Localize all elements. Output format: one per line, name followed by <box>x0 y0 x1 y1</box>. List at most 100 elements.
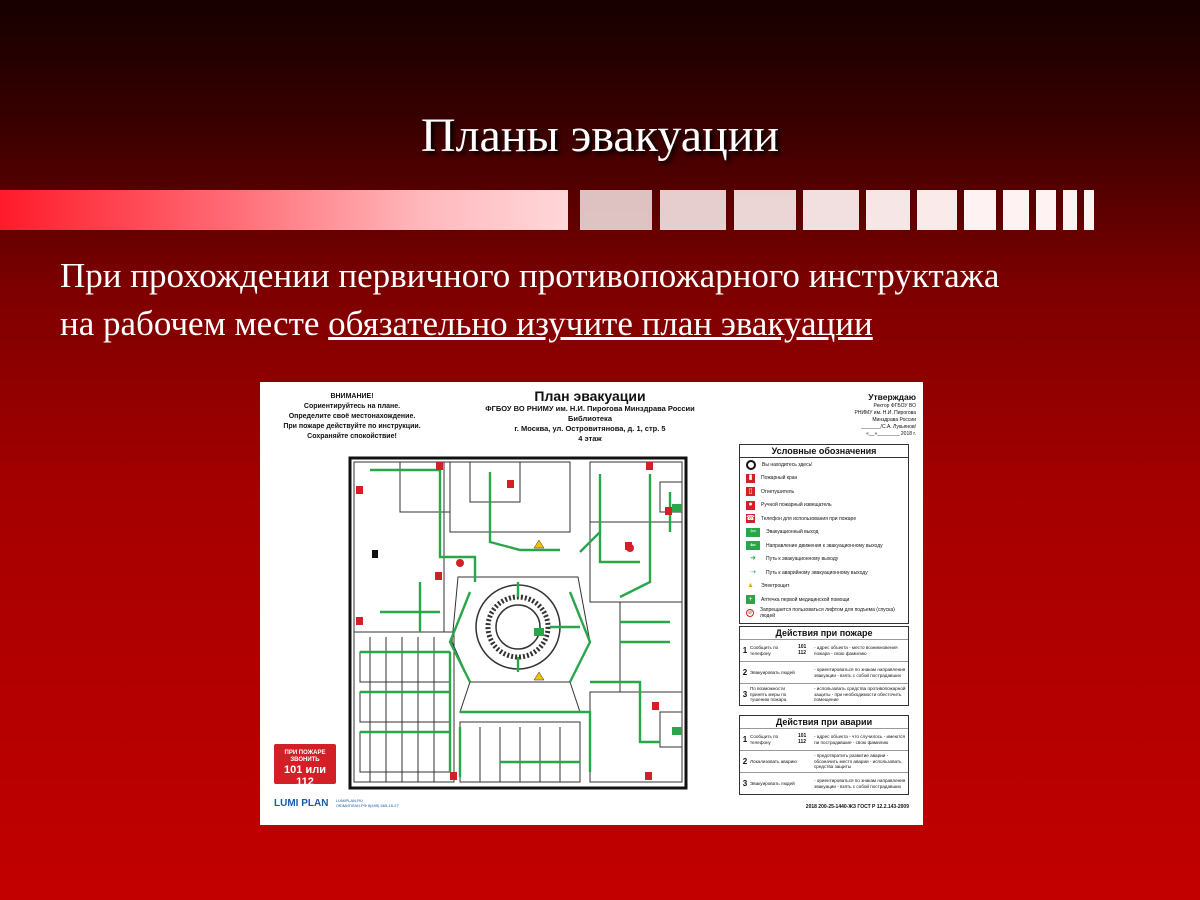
brand-site: LUMIPLAN.RU <box>336 798 363 803</box>
warning-line: ВНИМАНИЕ! <box>330 393 374 400</box>
plan-warning: ВНИМАНИЕ! Сориентируйтесь на плане. Опре… <box>266 392 438 442</box>
row-action: Сообщить по телефону <box>750 734 779 745</box>
intro-line-1: При прохождении первичного противопожарн… <box>60 256 1000 295</box>
band-square <box>964 190 996 230</box>
legend-item: ⇦Эвакуационный выход <box>740 526 908 540</box>
legend-item: ⊘ Запрещается пользоваться лифтом для под… <box>740 607 908 621</box>
slide-title: Планы эвакуации <box>420 109 780 162</box>
legend-item: ⇢ Путь к аварийному эвакуационному выходу <box>740 566 908 580</box>
legend-item: + Аптечка первой медицинской помощи <box>740 593 908 607</box>
plan-subtitle-line: 4 этаж <box>578 434 602 443</box>
warning-line: При пожаре действуйте по инструкции. <box>283 423 421 430</box>
brand-contacts: LUMIPLAN.RU ЛЮМИПЛАН.РФ 8(495) 665-15-27 <box>336 798 399 808</box>
legend-label: Аптечка первой медицинской помощи <box>761 596 850 603</box>
floor-plan-drawing <box>348 456 688 790</box>
legend-label: Ручной пожарный извещатель <box>761 502 832 509</box>
row-details: - адрес объекта - что случилось - имеютс… <box>814 734 905 745</box>
intro-emphasis: обязательно изучите план эвакуации <box>328 304 873 343</box>
first-aid-icon: + <box>746 595 755 605</box>
legend-label: Эвакуационный выход <box>766 529 819 536</box>
plan-subtitle-line: ФГБОУ ВО РНИМУ им. Н.И. Пирогова Минздра… <box>485 404 695 413</box>
legend-label: Вы находитесь здесь! <box>762 461 813 468</box>
legend-label: Запрещается пользоваться лифтом для подъ… <box>760 607 895 620</box>
row-details: - ориентироваться по знакам направления … <box>814 667 906 678</box>
band-square <box>803 190 859 230</box>
row-number: 1 <box>742 645 748 655</box>
band-square <box>660 190 726 230</box>
you-are-here-icon <box>746 459 756 470</box>
approval-heading: Утверждаю <box>868 392 916 402</box>
approval-line: _______/С.А. Лукьянов/ <box>861 424 916 430</box>
band-square <box>580 190 652 230</box>
legend-item: ➜ Путь к эвакуационному выходу <box>740 553 908 567</box>
electrical-panel-markers <box>533 539 545 681</box>
exit-direction-icon: ⇐ <box>746 541 760 551</box>
route-arrow-icon: ➜ <box>750 555 756 563</box>
emergency-route-icon: ⇢ <box>750 568 756 576</box>
row-action: Эвакуировать людей <box>750 669 795 675</box>
plan-subtitle-line: г. Москва, ул. Островитянова, д. 1, стр.… <box>514 424 666 433</box>
legend-label: Огнетушитель <box>761 488 795 495</box>
fire-actions-title: Действия при пожаре <box>775 628 873 638</box>
row-details: - использовать средства противопожарной … <box>814 686 906 703</box>
legend-label: Электрощит <box>761 583 790 590</box>
warning-line: Сориентируйтесь на плане. <box>303 403 401 410</box>
row-details: - ориентироваться по знакам направления … <box>814 778 906 789</box>
rotunda-core <box>495 604 541 650</box>
fire-call-sign: ПРИ ПОЖАРЕ ЗВОНИТЬ 101 или 112 <box>274 744 336 788</box>
plan-title: План эвакуации <box>534 388 646 404</box>
row-action: Локализовать аварию <box>750 758 797 764</box>
row-details: - предотвратить развитие аварии - обозна… <box>814 753 902 770</box>
call-sign-line: ЗВОНИТЬ <box>290 757 320 763</box>
call-sign-line: ПРИ ПОЖАРЕ <box>284 750 326 756</box>
electrical-panel-icon: ▲ <box>747 582 754 590</box>
approval-line: Минздрава России <box>872 417 916 423</box>
evacuation-routes <box>360 468 672 777</box>
legend-item: ● Ручной пожарный извещатель <box>740 499 908 513</box>
plan-header: План эвакуации ФГБОУ ВО РНИМУ им. Н.И. П… <box>440 388 740 444</box>
row-action: По возможности принять меры по тушению п… <box>750 686 787 703</box>
legend-label: Пожарный кран <box>761 475 798 482</box>
legend-label: Путь к аварийному эвакуационному выходу <box>766 569 868 576</box>
band-square <box>866 190 910 230</box>
row-details: - адрес объекта - место возникновения по… <box>814 645 898 656</box>
fire-extinguisher-icon: ▯ <box>746 487 755 497</box>
row-number: 3 <box>742 778 748 788</box>
fire-phone-icon: ☎ <box>746 514 755 524</box>
standard-reference: 2018 200-25-1440-ЖЗ ГОСТ Р 12.2.143-2009 <box>805 804 909 810</box>
brand-logo: LUMI PLAN <box>274 798 329 809</box>
decorative-band <box>0 190 1200 230</box>
no-elevator-icon: ⊘ <box>746 609 754 618</box>
intro-line-2-plain: на рабочем месте <box>60 304 329 343</box>
row-number: 2 <box>742 756 748 766</box>
brand-site-phone: ЛЮМИПЛАН.РФ 8(495) 665-15-27 <box>336 803 399 808</box>
legend-label: Путь к эвакуационному выходу <box>766 556 839 563</box>
row-action: Эвакуировать людей <box>750 780 795 786</box>
intro-line-2: на рабочем месте обязательно изучите пла… <box>60 300 1160 348</box>
row-number: 3 <box>742 689 748 699</box>
band-square <box>1003 190 1029 230</box>
fire-hydrant-icon: ▮ <box>746 473 755 483</box>
accident-actions-title: Действия при аварии <box>775 717 873 727</box>
band-square <box>1063 190 1077 230</box>
band-square <box>917 190 957 230</box>
row-code: 101 112 <box>798 644 807 656</box>
call-sign-numbers: 101 или 112 <box>284 764 326 788</box>
legend-item: ☎Телефон для использования при пожаре <box>740 512 908 526</box>
row-number: 1 <box>742 734 748 744</box>
plan-approval: Утверждаю Ректор ФГБОУ ВО РНИМУ им. Н.И.… <box>820 392 916 438</box>
fire-alarm-button-icon: ● <box>746 500 755 510</box>
exit-sign-markers <box>534 504 682 735</box>
plan-subtitle-line: Библиотека <box>568 414 612 423</box>
dark-room-marker <box>372 550 378 558</box>
row-number: 2 <box>742 667 748 677</box>
band-square <box>1084 190 1094 230</box>
approval-line: Ректор ФГБОУ ВО <box>873 403 916 409</box>
band-square <box>1036 190 1056 230</box>
legend-item: ▮ Пожарный кран <box>740 472 908 486</box>
